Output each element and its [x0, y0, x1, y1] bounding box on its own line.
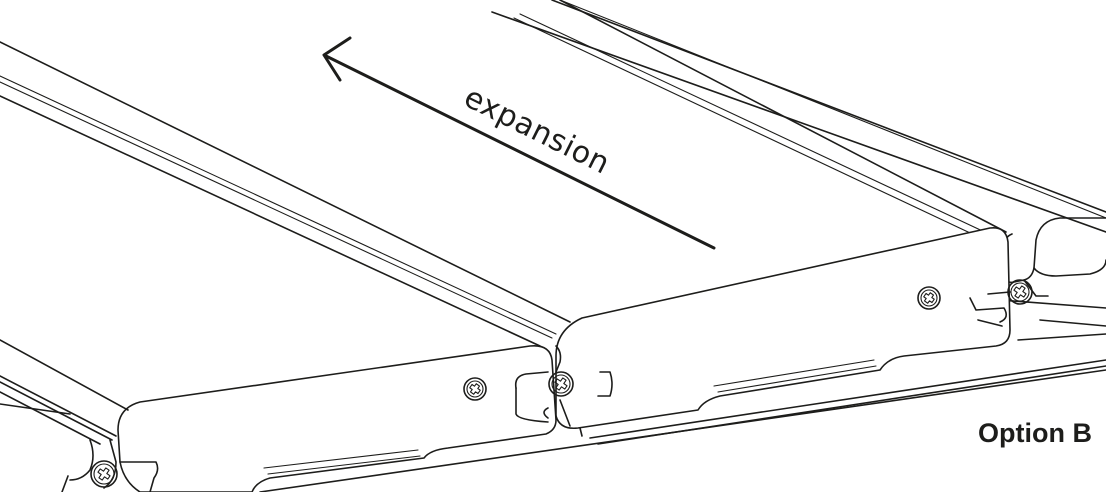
left-plate [0, 339, 1106, 492]
center-bracket [514, 345, 613, 427]
phillips-screw-icon [548, 371, 574, 397]
option-label: Option B [978, 418, 1092, 448]
middle-plate [547, 226, 1106, 445]
phillips-screw-icon [917, 286, 941, 310]
middle-rail [0, 0, 1007, 347]
phillips-screw-icon [1007, 279, 1033, 305]
expansion-label: expansion [458, 80, 615, 182]
expansion-arrow [322, 36, 716, 250]
phillips-screw-icon [463, 377, 487, 401]
phillips-screw-icon [90, 460, 118, 488]
